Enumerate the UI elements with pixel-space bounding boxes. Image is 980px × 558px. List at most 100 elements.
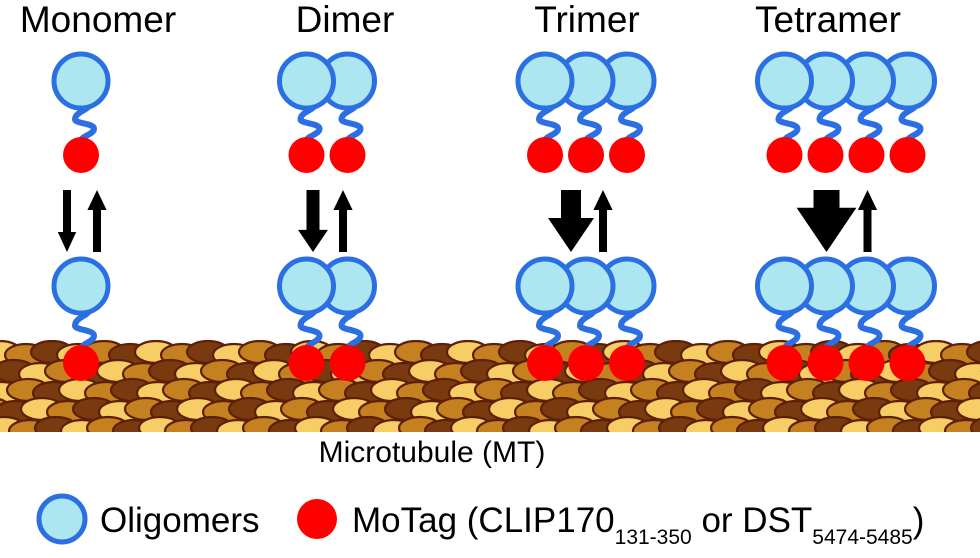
motag-tetramer-free-0 [766,137,803,173]
motag-tetramer-free-3 [889,137,926,173]
linker-dimer-free-0 [297,102,323,144]
tubulin-subunit [965,340,980,364]
oligomer-subunit-tetramer-bound-0 [755,256,814,316]
motag-trimer-free-1 [568,137,604,173]
oligomers-dimer-bound [277,256,377,316]
binding-arrow-down-tetramer [796,190,857,252]
legend-label-part: ) [913,501,925,540]
linker-trimer-free-1 [577,102,602,144]
legend-motag-swatch-icon [297,499,337,539]
motag-tetramer-free-2 [848,137,885,173]
motag-tetramer-bound-0 [766,345,803,381]
motags-trimer-free [527,137,645,173]
linkers-trimer-free [536,102,643,144]
oligomers-monomer-free [51,51,111,111]
linker-monomer-free-0 [72,102,97,144]
linker-tetramer-free-3 [898,102,924,144]
complex-tetramer-bound [755,256,937,381]
linker-trimer-bound-0 [536,307,561,352]
oligomers-dimer-free [277,51,377,111]
complex-monomer-bound [51,256,111,381]
tubulin-row-4 [0,415,980,432]
unbinding-arrow-up-dimer [333,190,353,252]
linker-trimer-bound-1 [577,307,602,352]
oligomer-subunit-dimer-bound-0 [277,256,336,316]
oligomer-subunit-dimer-free-0 [277,51,336,111]
linker-tetramer-free-1 [816,102,842,144]
linker-tetramer-free-2 [857,102,883,144]
linkers-monomer-bound [72,307,97,352]
complex-trimer-free [515,51,657,173]
motag-dimer-bound-1 [329,345,366,381]
complex-tetramer-free [755,51,937,173]
legend-group: Oligomers MoTag (CLIP170131-350 or DST547… [36,493,924,549]
motags-tetramer-free [766,137,926,173]
linkers-monomer-free [72,102,97,144]
linker-trimer-bound-2 [618,307,643,352]
legend-label-part: or DST [692,501,813,540]
motag-tetramer-bound-3 [889,345,926,381]
motags-dimer-free [288,137,366,173]
binding-arrow-down-dimer [298,190,328,252]
unbinding-arrow-up-trimer [593,190,613,252]
tubulin-subunit [969,417,980,432]
equilibrium-arrow-pair-dimer [298,190,353,252]
linkers-dimer-bound [297,307,364,352]
linker-dimer-bound-1 [338,307,364,352]
motags-dimer-bound [288,345,366,381]
motag-dimer-free-0 [288,137,325,173]
motag-trimer-bound-1 [568,345,604,381]
column-title-dimer: Dimer [296,0,395,40]
oligomer-subunit-monomer-bound-0 [51,256,111,316]
legend-label-part: MoTag (CLIP170 [352,501,615,540]
column-title-tetramer: Tetramer [755,0,901,40]
equilibrium-arrow-pair-monomer [57,190,107,252]
complex-dimer-free [277,51,377,173]
microtubule-label: Microtubule (MT) [319,436,546,469]
tubulin-row-2 [0,377,980,406]
motag-dimer-free-1 [329,137,366,173]
linkers-dimer-free [297,102,364,144]
oligomers-monomer-bound [51,256,111,316]
legend-label-motag: MoTag (CLIP170131-350 or DST5474-5485) [352,501,924,549]
oligomers-tetramer-free [755,51,937,111]
motag-trimer-free-2 [609,137,645,173]
motag-trimer-bound-0 [527,345,563,381]
linker-tetramer-bound-1 [816,307,842,352]
column-title-trimer: Trimer [534,0,640,40]
linker-dimer-free-1 [338,102,364,144]
linker-trimer-free-2 [618,102,643,144]
legend-label-part: 5474-5485 [812,526,912,549]
oligomer-subunit-trimer-bound-0 [515,256,575,316]
equilibrium-arrow-pair-trimer [548,190,613,252]
motag-monomer-free-0 [63,137,99,173]
oligomer-subunit-trimer-free-0 [515,51,575,111]
binding-arrow-down-trimer [548,190,594,252]
linker-tetramer-bound-2 [857,307,883,352]
legend-item-oligomers: Oligomers [36,493,259,545]
motags-monomer-free [63,137,99,173]
motags-tetramer-bound [766,345,926,381]
motag-tetramer-free-1 [807,137,844,173]
linkers-trimer-bound [536,307,643,352]
motags-monomer-bound [63,345,99,381]
oligomer-subunit-tetramer-free-0 [755,51,814,111]
microtubule-label-group: Microtubule (MT) [319,436,546,469]
linker-tetramer-free-0 [775,102,801,144]
unbinding-arrow-up-tetramer [857,190,878,252]
legend-label-oligomers: Oligomers [100,501,259,540]
motag-dimer-bound-0 [288,345,325,381]
equilibrium-arrow-pair-tetramer [796,190,878,252]
unbinding-arrow-up-monomer [87,190,107,252]
legend-item-motag: MoTag (CLIP170131-350 or DST5474-5485) [297,499,924,549]
motag-trimer-free-0 [527,137,563,173]
linker-monomer-bound-0 [72,307,97,352]
linker-dimer-bound-0 [297,307,323,352]
linker-tetramer-bound-3 [898,307,924,352]
oligomers-trimer-free [515,51,657,111]
oligomer-subunit-monomer-free-0 [51,51,111,111]
motag-monomer-bound-0 [63,345,99,381]
